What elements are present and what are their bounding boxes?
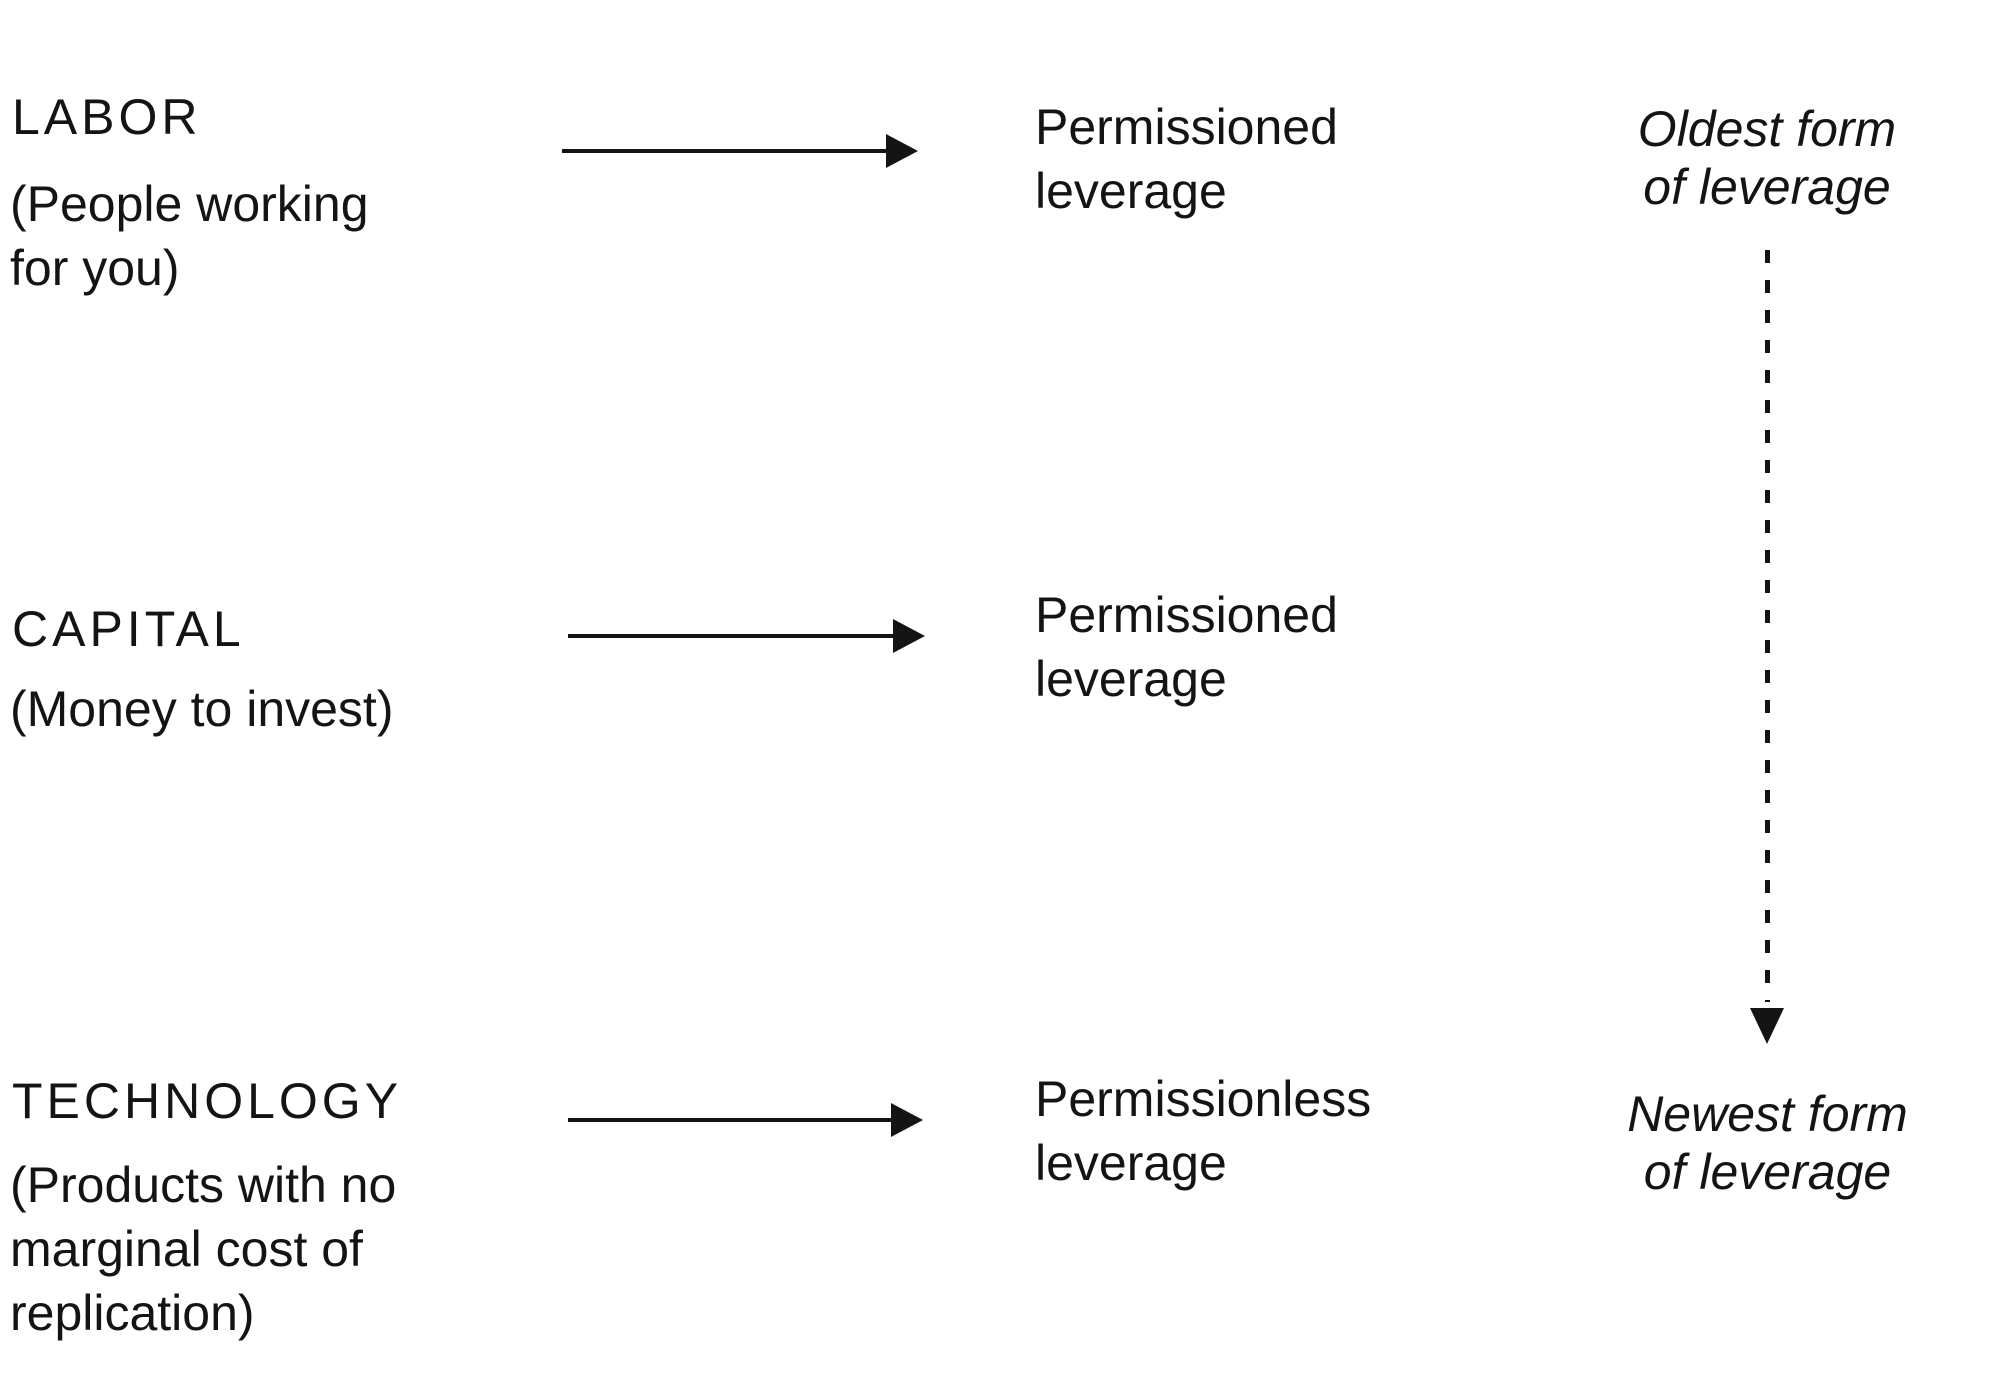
capital-description: (Money to invest) bbox=[10, 681, 394, 737]
arrowhead-down-icon bbox=[1750, 1008, 1784, 1044]
arrow-shaft bbox=[562, 149, 888, 153]
arrow-shaft bbox=[568, 1118, 893, 1122]
technology-leverage-type: Permissionless leverage bbox=[1035, 1071, 1372, 1191]
labor-leverage-type: Permissioned leverage bbox=[1035, 99, 1338, 219]
capital-leverage-type: Permissioned leverage bbox=[1035, 587, 1338, 707]
arrowhead-right-icon bbox=[891, 1103, 923, 1137]
technology-description: (Products with no marginal cost of repli… bbox=[10, 1157, 397, 1341]
arrowhead-right-icon bbox=[886, 134, 918, 168]
capital-arrow-right-icon bbox=[568, 619, 925, 653]
timeline-oldest-label: Oldest form of leverage bbox=[1637, 101, 1897, 215]
timeline-dashed-line bbox=[1765, 250, 1770, 1002]
labor-arrow-right-icon bbox=[562, 134, 918, 168]
arrow-shaft bbox=[568, 634, 895, 638]
labor-description: (People working for you) bbox=[10, 176, 369, 296]
technology-arrow-right-icon bbox=[568, 1103, 923, 1137]
labor-title: LABOR bbox=[12, 89, 202, 145]
technology-title: TECHNOLOGY bbox=[12, 1073, 403, 1129]
timeline-newest-label: Newest form of leverage bbox=[1627, 1086, 1908, 1200]
arrowhead-right-icon bbox=[893, 619, 925, 653]
capital-title: CAPITAL bbox=[12, 601, 245, 657]
